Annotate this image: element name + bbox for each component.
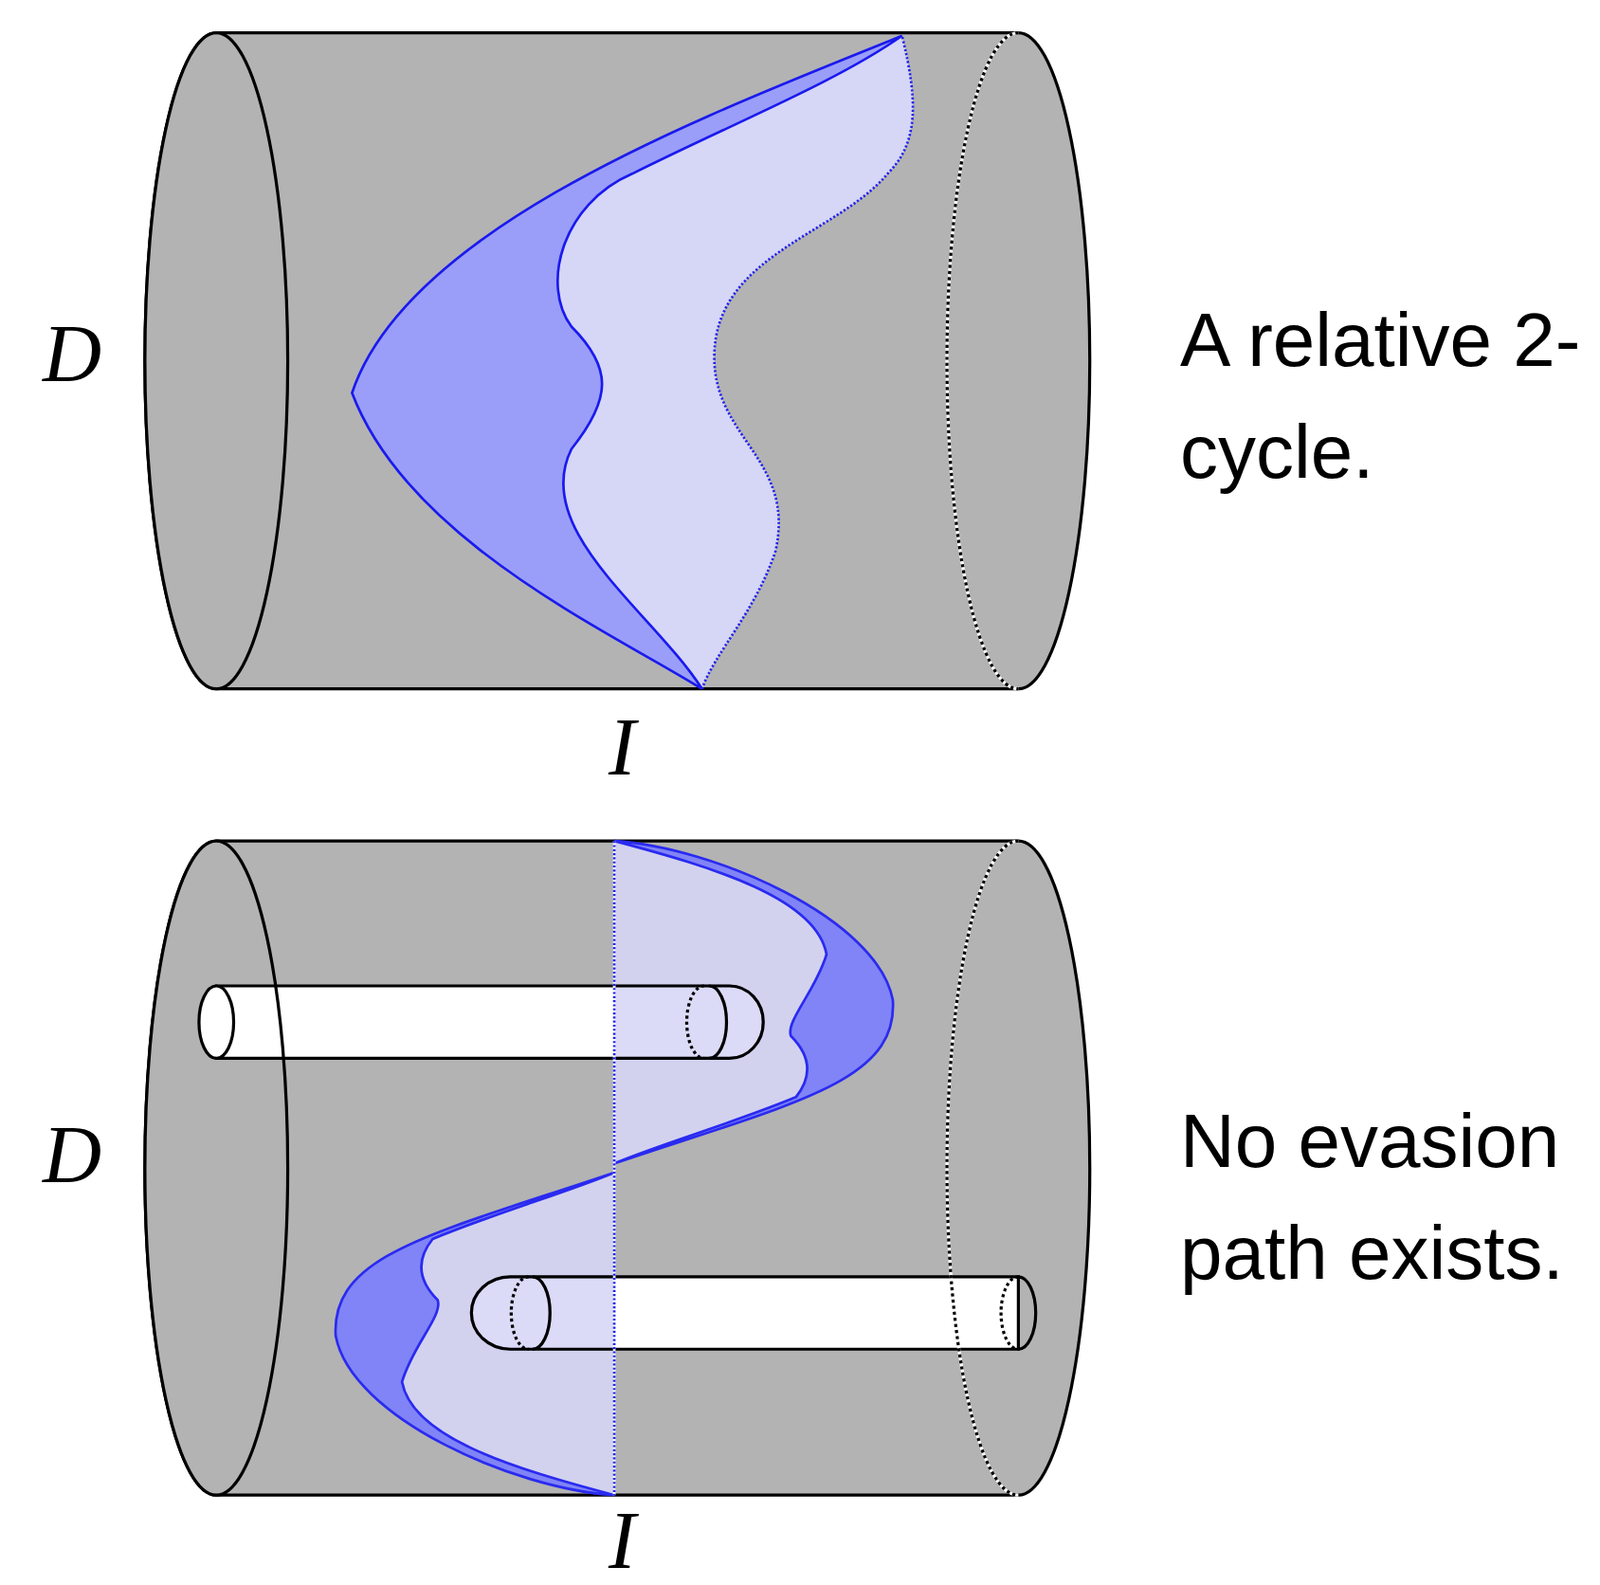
- caption-text: A relative 2-cycle.: [1180, 284, 1588, 509]
- cylinder-end: [145, 33, 289, 690]
- cylinder-back-rim: [946, 840, 1019, 1495]
- cylinder-end-rim: [145, 840, 289, 1495]
- caption-text: No evasion path exists.: [1180, 1085, 1588, 1310]
- cylinder-back-rim: [946, 840, 1019, 1495]
- cycle-sheet-dark: [335, 1172, 615, 1495]
- tube-outline: [709, 985, 727, 1058]
- space-symbol: D: [42, 312, 102, 395]
- cycle-sheet-light: [401, 1172, 615, 1495]
- tube-outline: [687, 985, 705, 1058]
- bottom-cylinder: [145, 840, 1091, 1495]
- space-symbol: D: [42, 1113, 102, 1196]
- interval-symbol: I: [608, 706, 637, 788]
- tube-outline: [510, 1276, 528, 1349]
- cylinder-body: [145, 840, 1091, 1495]
- tube-outline: [614, 985, 764, 1058]
- cylinder-body: [145, 33, 1091, 690]
- tube-outline: [471, 1276, 615, 1349]
- cylinder-back-rim: [946, 33, 1019, 690]
- tube-outline: [532, 1276, 550, 1349]
- cycle-boundary-dotted: [613, 840, 617, 1495]
- interval-symbol: I: [608, 1499, 637, 1582]
- top-cylinder: [145, 33, 1091, 690]
- cycle-boundary-dotted: [613, 840, 617, 1495]
- cycle-sheet-dark: [351, 36, 902, 690]
- cycle-boundary-dotted: [702, 36, 913, 690]
- cylinder-back-rim: [946, 33, 1019, 690]
- cycle-sheet-light: [614, 840, 827, 1164]
- cycle-sheet-dark: [614, 840, 893, 1164]
- cylinder-end: [145, 840, 289, 1495]
